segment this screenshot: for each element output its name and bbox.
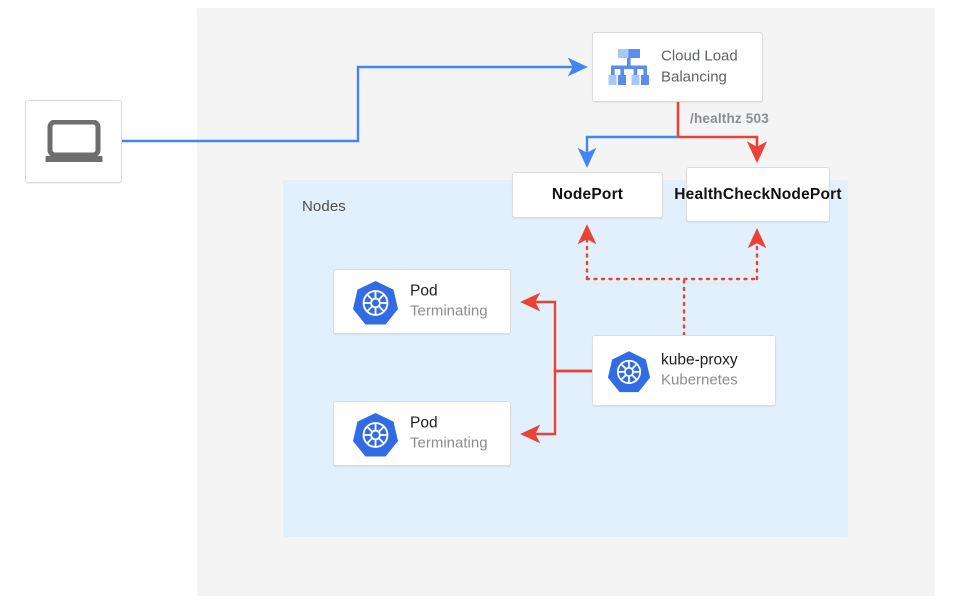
pod-text: Pod Terminating bbox=[410, 281, 488, 322]
kube-proxy-title: kube-proxy bbox=[661, 350, 738, 368]
pod-card[interactable]: Pod Terminating bbox=[333, 401, 511, 466]
kubernetes-icon bbox=[352, 280, 399, 325]
cloud-load-balancing-label-line1: Cloud Load bbox=[661, 47, 738, 65]
healthz-status-label: /healthz 503 bbox=[690, 111, 769, 126]
healthcheck-nodeport-label: HealthCheck NodePort bbox=[674, 168, 841, 221]
pod-title: Pod bbox=[410, 413, 438, 431]
kube-proxy-text: kube-proxy Kubernetes bbox=[661, 350, 738, 391]
pod-status: Terminating bbox=[410, 302, 488, 320]
cloud-load-balancing-icon bbox=[608, 49, 649, 85]
kubernetes-icon bbox=[607, 350, 651, 392]
pod-text: Pod Terminating bbox=[410, 413, 488, 454]
client-laptop-card[interactable] bbox=[25, 100, 122, 183]
nodeport-label: NodePort bbox=[551, 186, 624, 203]
pod-card[interactable]: Pod Terminating bbox=[333, 269, 511, 334]
pod-title: Pod bbox=[410, 281, 438, 299]
kube-proxy-card[interactable]: kube-proxy Kubernetes bbox=[592, 335, 776, 406]
cloud-load-balancing-label-line2: Balancing bbox=[661, 69, 727, 86]
healthcheck-nodeport-card[interactable]: HealthCheck NodePort bbox=[674, 167, 842, 222]
kubernetes-icon bbox=[352, 412, 399, 457]
pod-status: Terminating bbox=[410, 434, 488, 452]
nodeport-card[interactable]: NodePort bbox=[512, 172, 663, 218]
kube-proxy-subtitle: Kubernetes bbox=[661, 371, 738, 389]
cloud-load-balancing-card[interactable]: Cloud Load Balancing bbox=[592, 32, 763, 102]
cloud-load-balancing-label: Cloud Load Balancing bbox=[661, 46, 738, 89]
healthcheck-nodeport-label-line2: NodePort bbox=[770, 185, 842, 203]
laptop-icon bbox=[45, 119, 102, 162]
healthcheck-nodeport-label-line1: HealthCheck bbox=[674, 185, 771, 203]
nodes-region-label: Nodes bbox=[302, 198, 346, 215]
